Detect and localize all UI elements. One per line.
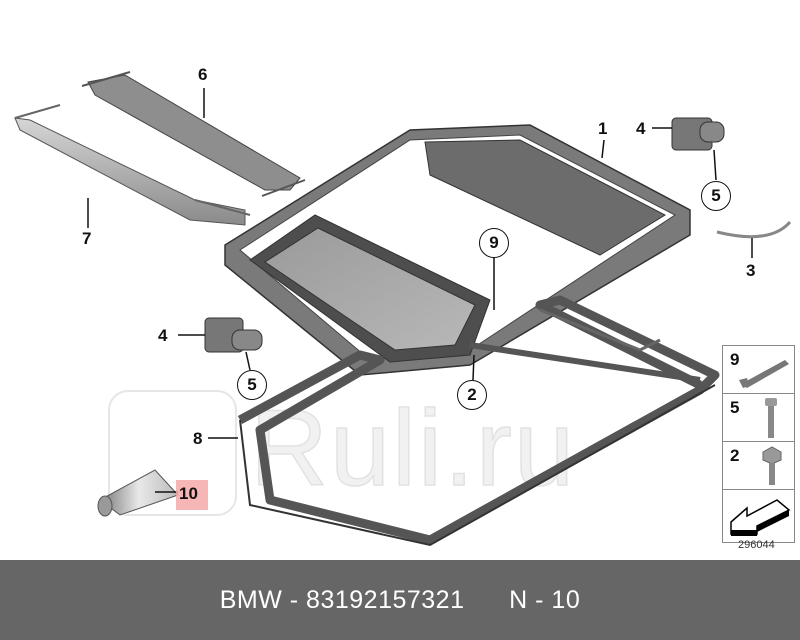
- part-2-lower-frame: [237, 295, 720, 547]
- highlight-part-10: [176, 480, 208, 510]
- hardware-legend: 9 5 2: [722, 345, 795, 543]
- callout-7: 7: [82, 229, 92, 248]
- catalog-number: 296044: [738, 539, 775, 551]
- callout-4-upper: 4: [636, 119, 646, 138]
- legend-item-direction: [723, 490, 794, 542]
- part-7-trim-panel: [14, 104, 251, 226]
- part-caption: BMW - 83192157321 N - 10: [219, 585, 581, 614]
- legend-item-9: 9: [723, 346, 794, 394]
- callout-10: 10: [179, 484, 198, 503]
- callout-9: 9: [479, 228, 509, 258]
- callout-5-upper: 5: [701, 181, 731, 211]
- part-1-sunroof-frame: [224, 124, 691, 376]
- part-10-grease-tube: [97, 469, 179, 517]
- part-6-cross-member: [81, 71, 306, 197]
- part-3-cable: [716, 220, 792, 239]
- parts-diagram: Ruli.ru: [14, 65, 795, 551]
- callout-3: 3: [746, 261, 756, 280]
- callout-1: 1: [598, 119, 608, 138]
- part-4-motor-lower: [204, 317, 263, 353]
- callout-5-lower: 5: [237, 370, 267, 400]
- leader-lines: [87, 88, 753, 493]
- direction-arrow-icon: [730, 499, 791, 536]
- callout-4-lower: 4: [158, 326, 168, 345]
- bolt-icon: [765, 398, 777, 438]
- callout-6: 6: [198, 65, 208, 84]
- legend-item-5: 5: [723, 394, 794, 442]
- hex-flange-screw-icon: [762, 446, 782, 485]
- callout-2: 2: [457, 380, 487, 410]
- legend-item-2: 2: [723, 442, 794, 490]
- part-4-motor-upper: [671, 117, 725, 151]
- watermark-logo-box: [108, 390, 237, 516]
- diagram-drawing: [14, 71, 792, 547]
- footer-bar: BMW - 83192157321 N - 10: [0, 560, 800, 640]
- wrench-tool-icon: [739, 360, 789, 388]
- callout-8: 8: [193, 429, 203, 448]
